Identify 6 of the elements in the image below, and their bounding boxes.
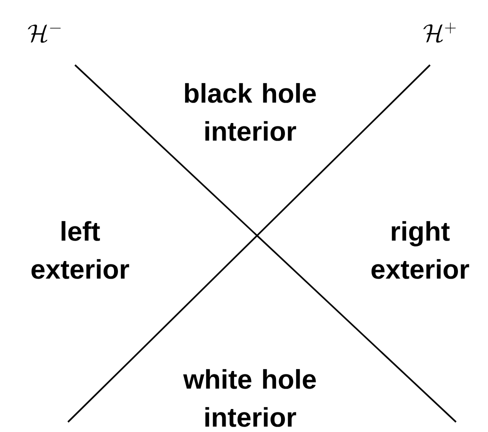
region-label: white hole interior <box>183 369 316 427</box>
region-label: black hole interior <box>185 83 316 141</box>
horizon-label: $\mathcal{H}^{-}$ <box>28 24 61 43</box>
region-label: left exterior <box>32 221 130 279</box>
region-label: right exterior <box>372 221 470 279</box>
horizon-label: $\mathcal{H}^{+}$ <box>423 22 456 43</box>
